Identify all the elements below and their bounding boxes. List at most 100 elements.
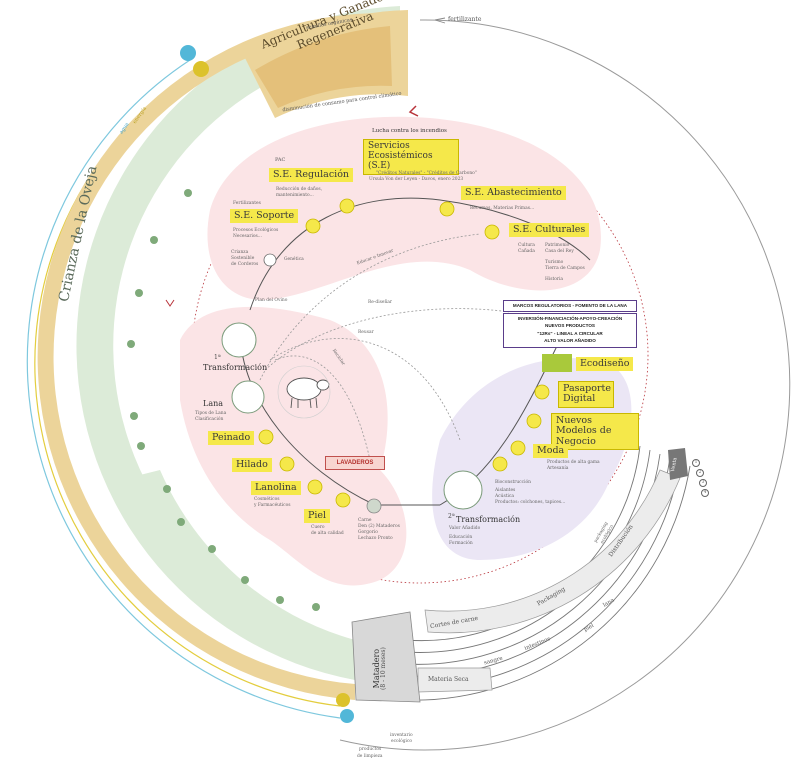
marcos-box: MARCOS REGULATORIOS - FOMENTO DE LA LANA	[503, 300, 637, 312]
piel: Piel	[304, 509, 331, 524]
moda-sub2: Artesanía	[547, 466, 569, 471]
se-soporte: S.E. Soporte	[230, 209, 299, 224]
energia-icon	[193, 61, 209, 77]
red-arrow-left	[165, 299, 175, 307]
redisenar-label: Re-diseñar	[368, 300, 392, 305]
marcos-text: MARCOS REGULATORIOS - FOMENTO DE LA LANA	[512, 303, 628, 308]
se-culturales: S.E. Culturales	[509, 223, 590, 238]
fertilizante-arrow	[434, 17, 446, 24]
tierra-campos: Tierra de Campos	[545, 266, 585, 271]
num-3: 3	[699, 479, 707, 487]
piel-sub2: de alta calidad	[311, 531, 344, 536]
left-arc	[239, 329, 440, 506]
inv-line1: INVERSIÓN-FINANCIACIÓN-APOYO-CREACIÓN	[517, 316, 623, 321]
transf2-node	[443, 470, 483, 510]
fertilizante-label: fertilizante	[448, 16, 482, 23]
limpieza-label: de limpieza	[357, 754, 383, 759]
distrib-band	[424, 469, 681, 634]
lavaderos-box: LAVADEROS	[325, 456, 385, 470]
energia-icon-bottom	[336, 693, 350, 707]
patrimonio: Patrimonio	[545, 243, 570, 248]
agua-icon-bottom	[340, 709, 354, 723]
regulacion-sub1: Reducción de daños,	[276, 187, 323, 192]
transf1-node	[221, 322, 257, 358]
genetica-label: Genética	[284, 257, 304, 262]
piel-sub1: Cuero	[311, 525, 325, 530]
bush-icons	[127, 189, 320, 611]
lana-sub1: Tipos de Lana	[195, 411, 227, 416]
crianza-sub1: Crianza	[231, 250, 249, 255]
bio2: Aislantes	[495, 488, 516, 493]
abastecimiento-sub: Recursos, Materias Primas...	[470, 206, 535, 211]
formacion-label: Formación	[449, 541, 473, 546]
se-nodes	[258, 198, 550, 514]
se-sub1: "Créditos Naturales" - "Créditos de Carb…	[376, 171, 477, 176]
bio4: Productos: colchones, tapices...	[495, 500, 566, 505]
materia-seca-label: Materia Seca	[428, 676, 469, 683]
carne-sub3: Lechazo Pronto	[358, 536, 393, 541]
se-title-box: Servicios Ecosistémicos (S.E)	[363, 139, 459, 175]
regulacion-sub2: mantenimiento...	[276, 193, 314, 198]
crianza-sub2: Sostenible	[231, 256, 255, 261]
cult-2: Cañada	[518, 249, 535, 254]
se-regulacion: S.E. Regulación	[269, 168, 354, 183]
pasaporte: Pasaporte Digital	[558, 381, 614, 408]
bio3: Acústica	[495, 494, 514, 499]
inner-circle	[191, 126, 649, 584]
se-zone	[207, 116, 601, 300]
ecodiseno: Ecodiseño	[576, 357, 634, 372]
moda-sub1: Productos de alta gama	[547, 460, 600, 465]
num-2: 2	[696, 469, 704, 477]
reusar-arc	[269, 338, 461, 441]
num-4: 4	[701, 489, 709, 497]
se-sub2: Ursula Von der Leyen - Davos, enero 2023	[369, 177, 464, 182]
transf2-label: Transformación	[456, 515, 521, 524]
venta-band	[668, 448, 688, 480]
peinado: Peinado	[208, 431, 255, 446]
carne-sub2: Gorgorio	[358, 530, 378, 535]
pac-label: PAC	[275, 157, 286, 163]
transf1-num: 1ª	[214, 354, 221, 361]
agri-band-inner	[255, 26, 392, 108]
inventario1-label: inventario	[390, 733, 413, 738]
reusar-label: Reusar	[358, 330, 374, 335]
soporte-sub2: Necesarios...	[233, 234, 262, 239]
crianza-sub3: de Corderos	[231, 262, 259, 267]
plan-label: Plan del Ovino	[255, 298, 288, 303]
carne-sub1: Den (2) Mataderos	[358, 524, 400, 529]
redisenar-arc	[264, 308, 511, 371]
inventario2-label: ecológico	[391, 739, 413, 744]
outer-arc	[339, 19, 791, 751]
sheep-icon	[286, 377, 330, 409]
inv-line4: ALTO VALOR AÑADIDO	[544, 338, 596, 344]
cult-1: Cultura	[518, 243, 535, 248]
educar-arc	[259, 233, 481, 381]
moda: Moda	[533, 444, 569, 459]
fertilizantes-label: Fertilizantes	[233, 201, 261, 206]
soporte-sub1: Procesos Ecológicos	[233, 228, 279, 233]
agua-icon	[180, 45, 196, 61]
turismo: Turismo	[545, 260, 564, 265]
valor-label: Valor Añadido	[449, 526, 481, 531]
lana-label: Lana	[203, 399, 224, 408]
red-chevron	[408, 105, 419, 117]
lana-node	[231, 380, 265, 414]
carne: Carne	[358, 518, 372, 523]
lucha-label: Lucha contra los incendios	[372, 128, 447, 134]
reciclar-arc	[274, 355, 371, 461]
lanolina: Lanolina	[251, 481, 301, 496]
right-zone	[432, 358, 632, 560]
productos-label: productos	[359, 747, 382, 752]
transf2-num: 2ª	[448, 513, 455, 520]
hilado: Hilado	[232, 458, 272, 473]
inversion-box: INVERSIÓN-FINANCIACIÓN-APOYO-CREACIÓN NU…	[503, 313, 637, 348]
se-title: Servicios Ecosistémicos (S.E)	[368, 141, 433, 171]
educacion-label: Educación	[449, 535, 473, 540]
lanolina-sub1: Cosméticos	[254, 497, 280, 502]
eu-flag	[542, 354, 572, 372]
lanolina-sub2: y Farmacéuticos	[254, 503, 291, 508]
transf1-label: Transformación	[203, 363, 268, 372]
bio1: Bioconstrucción	[495, 480, 531, 485]
